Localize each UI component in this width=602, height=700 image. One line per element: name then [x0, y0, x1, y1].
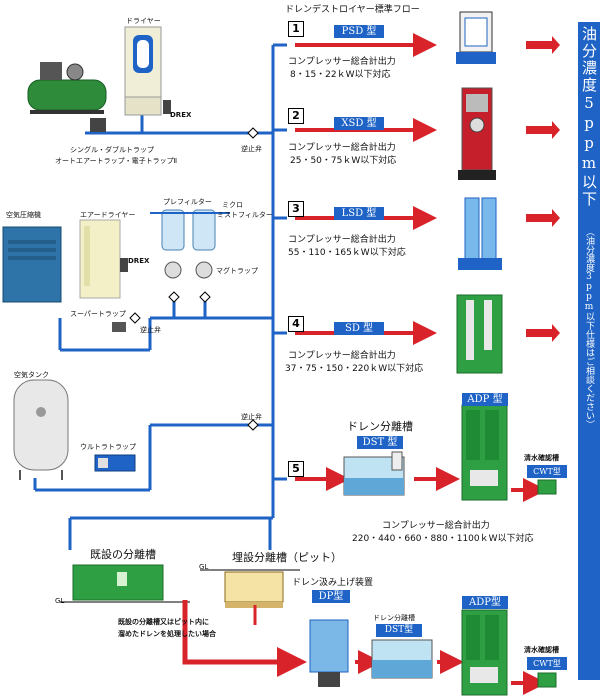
- check-valve-icon: [247, 419, 259, 431]
- micro-filter-label-1: ミクロ: [222, 201, 243, 209]
- model2-line1: コンプレッサー総合計出力: [288, 143, 396, 153]
- check-valve-markers: [129, 127, 259, 431]
- model4-line2: 37・75・150・220ｋW以下対応: [285, 364, 424, 374]
- ultra-trap-illustration: [94, 454, 136, 472]
- bottom-dst-badge: DST型: [376, 624, 422, 637]
- model5-line1: コンプレッサー総合計出力: [382, 521, 490, 531]
- model-number-3: 3: [288, 201, 304, 217]
- banner-main-text: 油分濃度5ppm以下: [580, 26, 598, 208]
- diagram-title: ドレンデストロイヤー標準フロー: [285, 5, 420, 15]
- mag-trap-label: マグトラップ: [216, 267, 258, 275]
- check-valve-label-top: 逆止弁: [241, 145, 262, 153]
- model5-flow: [295, 404, 557, 502]
- model-number-4: 4: [288, 316, 304, 332]
- model5-line2: 220・440・660・880・1100ｋW以下対応: [352, 534, 534, 544]
- trap-label-line1: シングル・ダブルトラップ: [70, 146, 154, 154]
- xsd-machine: [458, 87, 496, 180]
- gl-label-left: GL: [55, 597, 65, 605]
- check-valve-icon: [168, 291, 180, 303]
- model-badge-xsd: XSD 型: [334, 117, 384, 130]
- bottom-separator-title: ドレン分離槽: [373, 614, 415, 622]
- dryer-label: ドライヤー: [126, 17, 161, 25]
- check-valve-icon: [199, 291, 211, 303]
- spec-banner: 油分濃度5ppm以下 （油分濃度3ppm以下仕様はご相談ください）: [578, 22, 600, 680]
- pump-title: ドレン汲み上げ装置: [292, 578, 374, 588]
- pipe-network: [33, 43, 287, 550]
- drex-label-top: DREX: [170, 111, 192, 119]
- model5-confirm-title: 清水確認槽: [524, 454, 559, 462]
- middle-compressor-illustration: [2, 226, 62, 303]
- bottom-adp-badge: ADP型: [462, 596, 508, 609]
- model5-adp-badge: ADP 型: [462, 393, 508, 406]
- model1-line2: 8・15・22ｋW以下対応: [290, 70, 391, 80]
- psd-machine: [456, 11, 496, 64]
- air-tank-illustration: [13, 379, 69, 480]
- model-number-1: 1: [288, 21, 304, 37]
- check-valve-icon: [129, 312, 141, 324]
- model-arrows: [295, 33, 437, 345]
- bottom-note-line2: 溜めたドレンを処理したい場合: [118, 630, 216, 638]
- top-dryer-illustration: [124, 26, 171, 116]
- buried-tank-title: 埋設分離槽（ピット）: [232, 551, 342, 564]
- model-badge-lsd: LSD 型: [334, 207, 384, 220]
- check-valve-label-middle: 逆止弁: [140, 326, 161, 334]
- compressor-label: 空気圧縮機: [6, 211, 41, 219]
- lsd-machine: [458, 197, 502, 270]
- bottom-confirm-title: 清水確認槽: [524, 646, 559, 654]
- drex-label-middle: DREX: [128, 257, 150, 265]
- model-number-5: 5: [288, 461, 304, 477]
- model3-line1: コンプレッサー総合計出力: [288, 235, 396, 245]
- banner-sub-text: （油分濃度3ppm以下仕様はご相談ください）: [584, 227, 594, 429]
- model5-cwt-badge: CWT型: [527, 465, 567, 478]
- model5-dst-badge: DST 型: [357, 436, 403, 449]
- check-valve-label-lower: 逆止弁: [241, 413, 262, 421]
- trap-label-line2: オートエアートラップ・電子トラップⅡ: [55, 157, 178, 165]
- air-dryer-label: エアードライヤー: [80, 211, 136, 219]
- model-badge-psd: PSD 型: [334, 25, 384, 38]
- buried-tank-illustration: [200, 569, 300, 608]
- model1-line1: コンプレッサー総合計出力: [288, 57, 396, 67]
- prefilter-label: プレフィルター: [163, 198, 212, 206]
- bottom-flow: [182, 600, 557, 696]
- super-trap-label: スーパートラップ: [70, 310, 126, 318]
- output-arrows: [526, 36, 560, 342]
- gl-label-right: GL: [199, 563, 209, 571]
- model-badge-sd: SD 型: [334, 322, 384, 335]
- middle-air-dryer-illustration: [79, 219, 128, 332]
- ultra-trap-label: ウルトラトラップ: [80, 443, 136, 451]
- air-tank-label: 空気タンク: [14, 371, 49, 379]
- model3-line2: 55・110・165ｋW以下対応: [288, 248, 406, 258]
- sd-machine: [456, 294, 503, 374]
- existing-tank-title: 既設の分離槽: [90, 548, 156, 561]
- top-compressor-illustration: [27, 62, 107, 132]
- existing-tank-illustration: [60, 564, 190, 603]
- filter-illustrations: [150, 209, 230, 279]
- model5-separator-title: ドレン分離槽: [347, 420, 413, 433]
- model4-line1: コンプレッサー総合計出力: [288, 351, 396, 361]
- dp-badge: DP型: [312, 590, 350, 603]
- check-valve-icon: [247, 127, 259, 139]
- micro-filter-label-2: ミストフィルター: [217, 211, 273, 219]
- model-number-2: 2: [288, 108, 304, 124]
- bottom-cwt-badge: CWT型: [527, 657, 567, 670]
- bottom-note-line1: 既設の分離槽又はピット内に: [118, 618, 209, 626]
- model2-line2: 25・50・75ｋW以下対応: [290, 156, 397, 166]
